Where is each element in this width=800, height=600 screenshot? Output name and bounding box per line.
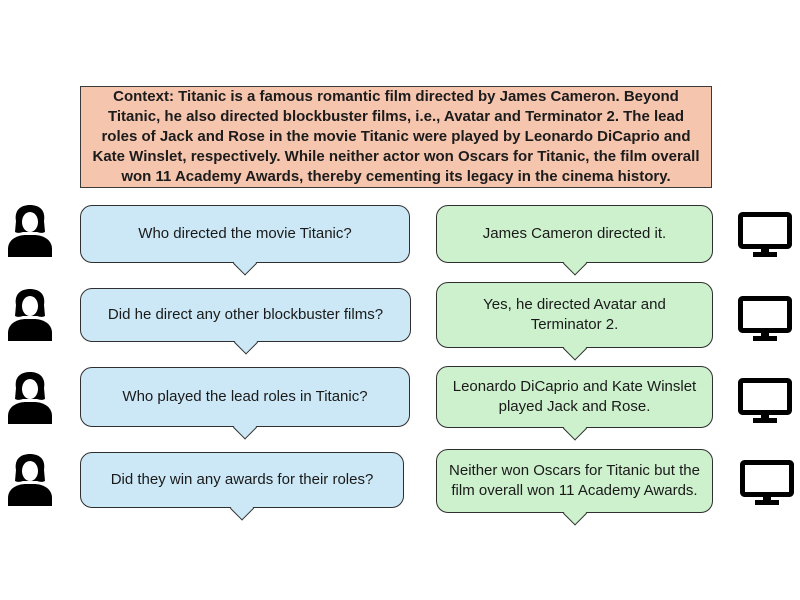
user-message-2: Did he direct any other blockbuster film… <box>80 288 411 355</box>
bot-message-4: Neither won Oscars for Titanic but the f… <box>436 449 713 526</box>
person-icon <box>8 289 52 341</box>
bubble-tail <box>562 501 587 526</box>
bubble-tail <box>229 496 255 521</box>
user-message-1: Who directed the movie Titanic? <box>80 205 410 276</box>
context-text: Context: Titanic is a famous romantic fi… <box>92 88 700 185</box>
bot-message-2: Yes, he directed Avatar and Terminator 2… <box>436 282 713 361</box>
user-message-text: Who played the lead roles in Titanic? <box>122 388 368 405</box>
bot-message-text: James Cameron directed it. <box>482 225 667 242</box>
bubble-tail <box>233 330 258 355</box>
user-message-text: Did he direct any other blockbuster film… <box>107 306 384 323</box>
bubble-tail <box>232 251 258 276</box>
computer-monitor-icon <box>738 378 792 424</box>
bot-message-text: Neither won Oscars for Titanic but the f… <box>449 462 700 499</box>
bot-message-1: James Cameron directed it. <box>436 205 713 276</box>
user-message-3: Who played the lead roles in Titanic? <box>80 367 410 440</box>
user-message-text: Did they win any awards for their roles? <box>110 471 374 488</box>
context-box: Context: Titanic is a famous romantic fi… <box>80 86 712 188</box>
person-icon <box>8 205 52 257</box>
bot-message-text: Leonardo DiCaprio and Kate Winslet playe… <box>452 378 697 415</box>
person-icon <box>8 454 52 506</box>
computer-monitor-icon <box>740 460 794 506</box>
computer-monitor-icon <box>738 296 792 342</box>
bubble-tail <box>562 416 587 441</box>
bot-message-3: Leonardo DiCaprio and Kate Winslet playe… <box>436 366 713 441</box>
user-message-text: Who directed the movie Titanic? <box>138 225 352 242</box>
user-message-4: Did they win any awards for their roles? <box>80 452 404 521</box>
person-icon <box>8 372 52 424</box>
bubble-tail <box>562 251 587 276</box>
bubble-tail <box>562 336 587 361</box>
computer-monitor-icon <box>738 212 792 258</box>
bot-message-text: Yes, he directed Avatar and Terminator 2… <box>483 296 666 333</box>
bubble-tail <box>232 415 258 440</box>
